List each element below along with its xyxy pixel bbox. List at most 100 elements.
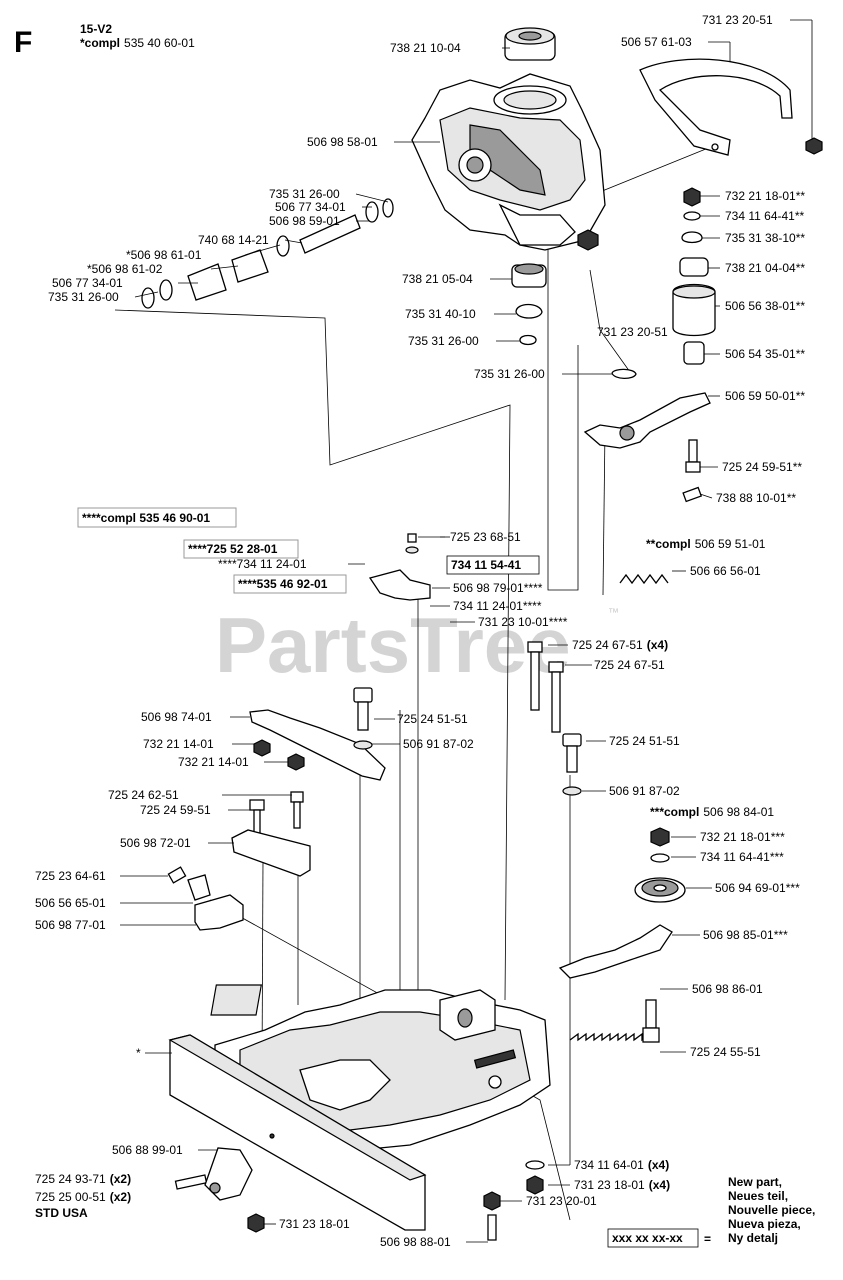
label-725-24-51-51-b: 725 24 51-51 (609, 734, 680, 748)
bolt-right-side (562, 733, 582, 796)
label-725-23-68-51: 725 23 68-51 (450, 530, 521, 544)
legend-equals: = (704, 1232, 711, 1246)
lever-arm-right (583, 392, 711, 449)
spring-lower (569, 1032, 659, 1042)
bottom-nuts (247, 1160, 545, 1241)
legend-line-2: Neues teil, (728, 1189, 788, 1203)
label-506-98-61-02: *506 98 61-02 (87, 262, 163, 276)
legend-sample: xxx xx xx-xx (612, 1231, 683, 1245)
label-725-24-67-51-x4: 725 24 67-51(x4) (572, 638, 668, 652)
label-725-24-55-51: 725 24 55-51 (690, 1045, 761, 1059)
label-725-24-67-51: 725 24 67-51 (594, 658, 665, 672)
front-bumper (168, 1034, 427, 1231)
label-731-23-18-01: 731 23 18-01 (279, 1217, 350, 1231)
right-stack (611, 187, 716, 380)
arm-right (558, 924, 673, 979)
boxed-labels: ****compl 535 46 90-01 ****725 52 28-01 … (77, 507, 540, 594)
label-506-98-79-01: 506 98 79-01**** (453, 581, 543, 595)
label-732-21-14-01-b: 732 21 14-01 (178, 755, 249, 769)
label-506-98-86-01: 506 98 86-01 (692, 982, 763, 996)
label-506-77-34-01-a: 506 77 34-01 (275, 200, 346, 214)
clamp-strap (639, 58, 793, 156)
label-731-23-18-01-x4: 731 23 18-01(x4) (574, 1178, 670, 1192)
label-725-24-93-71-x2: 725 24 93-71(x2) (35, 1172, 131, 1186)
leader-lines (120, 19, 813, 1243)
label-compl-535-46-90-01: ****compl 535 46 90-01 (82, 511, 210, 525)
label-731-23-20-01: 731 23 20-01 (526, 1194, 597, 1208)
label-535-46-92-01: ****535 46 92-01 (238, 577, 328, 591)
spring-upper (619, 573, 669, 585)
long-bolt-right (548, 661, 564, 733)
label-506-94-69-01: 506 94 69-01*** (715, 881, 800, 895)
label-506-57-61-03: 506 57 61-03 (621, 35, 692, 49)
qty-labels: 725 24 67-51(x4) 725 24 93-71(x2) 725 25… (35, 638, 670, 1204)
block-left (231, 791, 311, 877)
label-506-98-61-01: *506 98 61-01 (126, 248, 202, 262)
label-734-11-54-41: 734 11 54-41 (451, 558, 521, 572)
label-506-56-65-01: 506 56 65-01 (35, 896, 106, 910)
label-738-21-10-04: 738 21 10-04 (390, 41, 461, 55)
nut-lever (253, 739, 305, 771)
label-735-31-38-10: 735 31 38-10** (725, 231, 805, 245)
part-labels: 738 21 10-04 731 23 20-51 506 57 61-03 5… (35, 13, 805, 1249)
label-std-usa: STD USA (35, 1206, 88, 1220)
label-506-98-88-01: 506 98 88-01 (380, 1235, 451, 1249)
label-725-25-00-51-x2: 725 25 00-51(x2) (35, 1190, 131, 1204)
label-732-21-18-01-c: 732 21 18-01*** (700, 830, 785, 844)
label-732-21-14-01-a: 732 21 14-01 (143, 737, 214, 751)
legend-line-4: Nueva pieza, (728, 1217, 801, 1231)
bolt-lever (353, 687, 373, 750)
bolt-lower-right (642, 999, 660, 1043)
label-738-21-04-04: 738 21 04-04** (725, 261, 805, 275)
label-735-31-26-00-b: 735 31 26-00 (48, 290, 119, 304)
label-506-59-50-01: 506 59 50-01** (725, 389, 805, 403)
label-734-11-64-41: 734 11 64-41** (725, 209, 805, 223)
bracket-lower-left (174, 1147, 253, 1201)
label-735-31-40-10: 735 31 40-10 (405, 307, 476, 321)
label-740-68-14-21: 740 68 14-21 (198, 233, 269, 247)
label-734-11-64-01-x4: 734 11 64-01(x4) (574, 1158, 669, 1172)
label-734-11-24-01-a: ****734 11 24-01 (218, 557, 307, 571)
label-506-98-77-01: 506 98 77-01 (35, 918, 106, 932)
model-number: 15-V2 (80, 22, 112, 36)
legend-line-3: Nouvelle piece, (728, 1203, 815, 1217)
label-506-98-58-01: 506 98 58-01 (307, 135, 378, 149)
label-506-88-99-01: 506 88 99-01 (112, 1143, 183, 1157)
label-725-23-64-61: 725 23 64-61 (35, 869, 106, 883)
label-732-21-18-01: 732 21 18-01** (725, 189, 805, 203)
label-734-11-64-41-c: 734 11 64-41*** (700, 850, 784, 864)
legend: New part, Neues teil, Nouvelle piece, Nu… (607, 1175, 815, 1248)
label-734-11-24-01-b: 734 11 24-01**** (453, 599, 542, 613)
screw-right (682, 486, 703, 503)
watermark-tm: ™ (608, 607, 619, 619)
label-725-24-59-51-b: 725 24 59-51 (140, 803, 211, 817)
nut-housing (577, 229, 599, 251)
label-506-98-85-01: 506 98 85-01*** (703, 928, 788, 942)
bearing-middle (511, 263, 547, 288)
label-506-54-35-01: 506 54 35-01** (725, 347, 805, 361)
long-bolt-left (527, 641, 543, 711)
pulley-stack (634, 827, 686, 903)
label-735-31-26-00-c: 735 31 26-00 (408, 334, 479, 348)
label-725-24-62-51: 725 24 62-51 (108, 788, 179, 802)
label-506-91-87-02-a: 506 91 87-02 (403, 737, 474, 751)
gearbox-housing (411, 73, 606, 251)
watermark: PartsTree (215, 601, 571, 689)
label-506-98-59-01: 506 98 59-01 (269, 214, 340, 228)
label-735-31-26-00-a: 735 31 26-00 (269, 187, 340, 201)
lever-left (249, 709, 386, 781)
label-506-91-87-02-b: 506 91 87-02 (609, 784, 680, 798)
label-506-66-56-01: 506 66 56-01 (690, 564, 761, 578)
legend-line-5: Ny detalj (728, 1231, 778, 1245)
label-725-24-59-51-a: 725 24 59-51** (722, 460, 802, 474)
circlip-middle (515, 303, 543, 346)
label-506-56-38-01: 506 56 38-01** (725, 299, 805, 313)
section-letter: F (14, 26, 32, 59)
label-506-98-74-01: 506 98 74-01 (141, 710, 212, 724)
label-731-23-20-51-a: 731 23 20-51 (702, 13, 773, 27)
label-725-24-51-51-a: 725 24 51-51 (397, 712, 468, 726)
